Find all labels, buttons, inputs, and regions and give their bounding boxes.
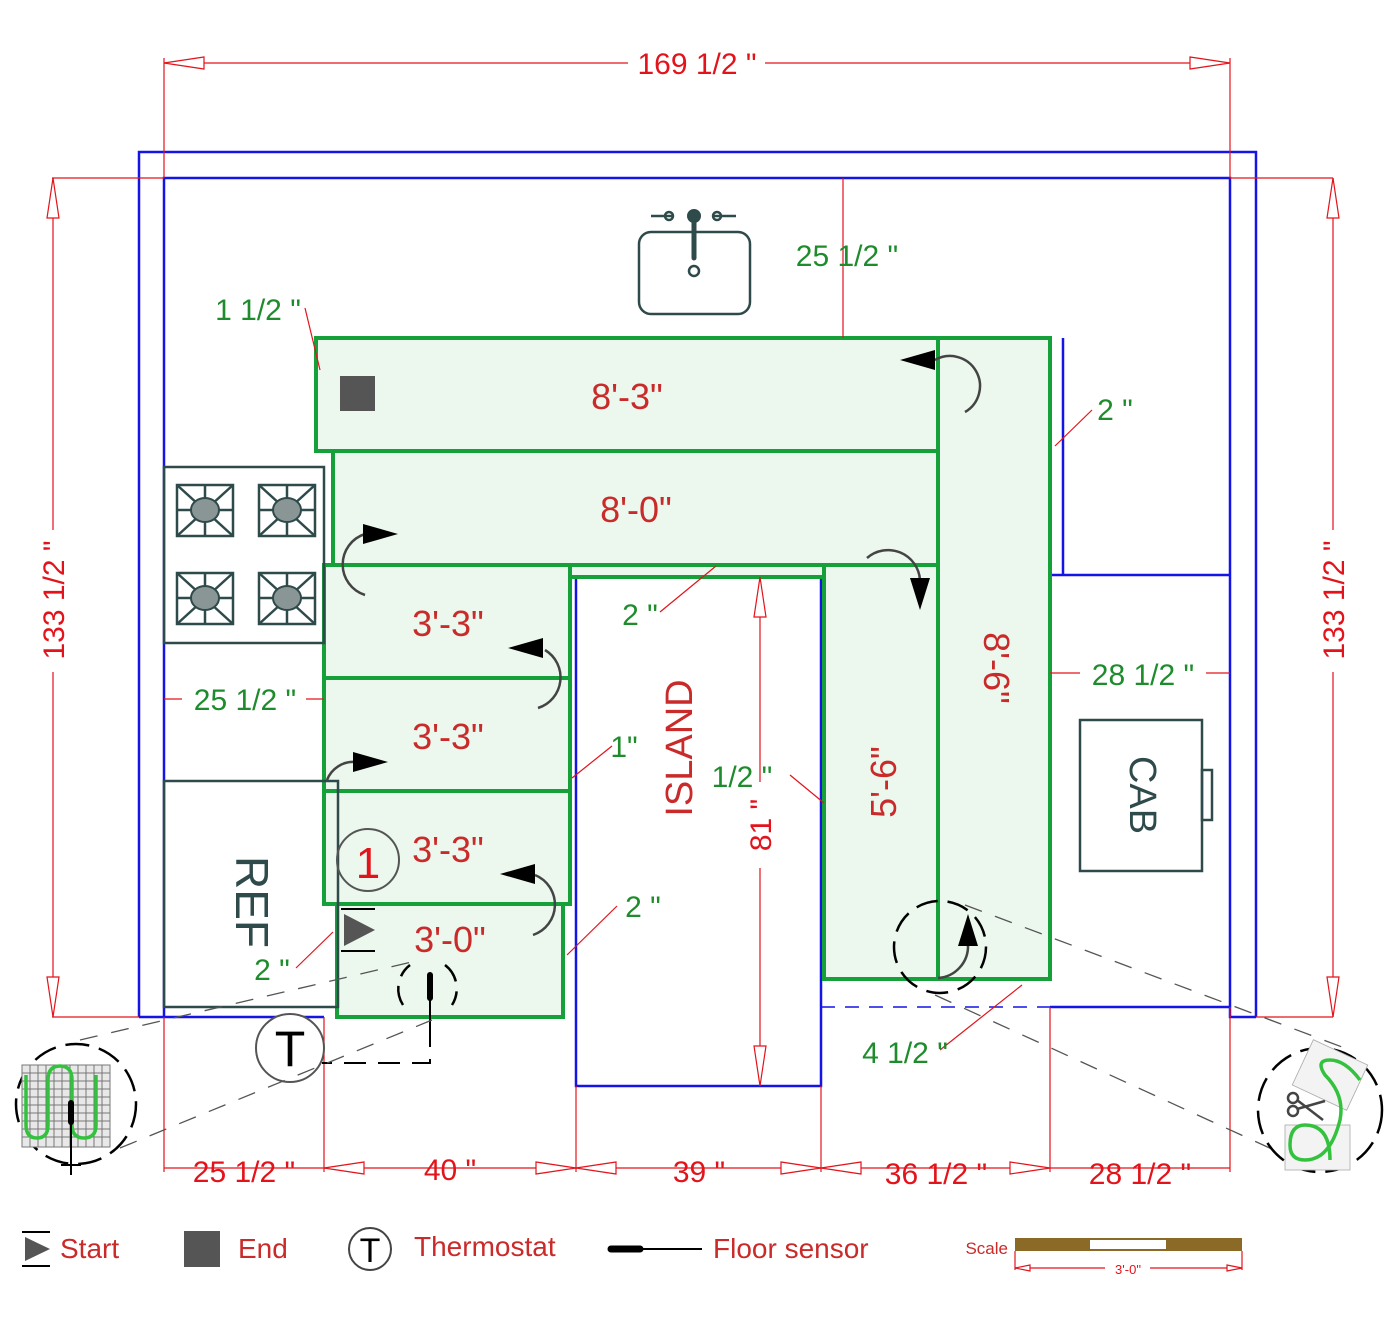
turn-arrow-icon (508, 638, 562, 710)
mat-gap-strip (568, 563, 826, 579)
overall-height-right-dim: 133 1/2 " (1318, 540, 1351, 659)
stove-icon (162, 465, 326, 645)
mat-6-label: 3'-0" (414, 919, 486, 960)
cab-label: CAB (1121, 756, 1163, 834)
sink-icon (637, 209, 752, 316)
legend-end-icon (184, 1231, 220, 1267)
mat-4 (322, 676, 572, 793)
scale-value: 3'-0" (1115, 1262, 1141, 1277)
mat-8-label: 8'-6" (976, 632, 1017, 704)
corner-wall (1228, 1007, 1256, 1019)
clearance-island-left-lower: 2 " (625, 891, 661, 924)
clearance-island-right: 1/2 " (712, 761, 773, 794)
legend-end-label: End (238, 1233, 288, 1264)
scissors-icon (1286, 1091, 1326, 1121)
clearance-right-upper: 2 " (1097, 394, 1133, 427)
legend-floor-sensor-label: Floor sensor (713, 1233, 869, 1264)
turn-arrows (325, 350, 982, 980)
mat-cut-detail-icon (1256, 1039, 1384, 1174)
zone-number-badge: 1 (336, 828, 400, 892)
overall-width-dim: 169 1/2 " (637, 48, 756, 81)
mat-7-label: 5'-6" (863, 746, 904, 818)
mat-3 (322, 563, 572, 680)
start-marker-icon (341, 908, 375, 952)
scale-bar: Scale 3'-0" (965, 1238, 1243, 1277)
turn-arrow-icon (341, 524, 398, 597)
turn-arrow-icon (900, 350, 982, 414)
island-length-dim: 81 " (745, 799, 778, 851)
svg-text:T: T (360, 1232, 381, 1270)
bottom-dim-5: 28 1/2 " (1089, 1158, 1191, 1191)
bottom-dim-2: 40 " (424, 1154, 476, 1187)
mat-5-label: 3'-3" (412, 829, 484, 870)
clearance-bottom-right: 4 1/2 " (862, 1037, 948, 1070)
mat-6 (335, 902, 565, 1019)
ref-label: REF (226, 856, 278, 948)
clearance-right-cab: 28 1/2 " (1092, 659, 1194, 692)
clearance-left-stove: 25 1/2 " (194, 684, 296, 717)
heating-mats (314, 336, 1052, 1019)
legend: Start End T Thermostat Floor sensor Scal… (22, 1227, 1243, 1277)
thermostat-mark: T (275, 1021, 306, 1077)
clearance-sink: 25 1/2 " (796, 240, 898, 273)
mat-7 (822, 563, 940, 981)
mat-8 (936, 336, 1052, 981)
clearance-ref-gap: 2 " (254, 954, 290, 987)
mat-detail-sensor-icon (14, 1042, 138, 1175)
outer-wall (137, 150, 1258, 1017)
mat-1 (314, 336, 940, 453)
zone-number: 1 (356, 839, 380, 888)
thermostat-icon: T (255, 1013, 325, 1083)
legend-start-label: Start (60, 1233, 119, 1264)
clearance-island-left: 1" (610, 731, 637, 764)
mat-1-label: 8'-3" (591, 376, 663, 417)
mat-4-label: 3'-3" (412, 716, 484, 757)
legend-thermostat-label: Thermostat (414, 1231, 556, 1262)
walls (137, 150, 1258, 1088)
floor-sensor-icon (322, 964, 458, 1064)
scale-label: Scale (965, 1239, 1008, 1258)
turn-arrow-icon (937, 914, 978, 980)
turn-arrow-icon (500, 864, 557, 937)
refrigerator: REF (162, 779, 340, 1009)
legend-thermostat-icon: T (348, 1227, 392, 1271)
legend-start-icon (22, 1231, 50, 1267)
mat-3-label: 3'-3" (412, 603, 484, 644)
turn-arrow-icon (866, 548, 930, 610)
detail-callouts (79, 899, 1351, 1156)
detail-circle (892, 899, 988, 995)
clearance-island-top: 2 " (622, 599, 658, 632)
clearance-top-left: 1 1/2 " (215, 294, 301, 327)
end-marker-icon (340, 376, 375, 411)
mat-5 (322, 789, 572, 906)
island-label: ISLAND (659, 679, 701, 816)
island-outline (574, 575, 823, 1088)
cabinet: CAB (1078, 718, 1214, 873)
dimension-lines (46, 56, 1340, 1175)
mat-2-label: 8'-0" (600, 489, 672, 530)
bottom-dim-1: 25 1/2 " (193, 1156, 295, 1189)
turn-arrow-icon (325, 752, 388, 781)
bottom-dim-4: 36 1/2 " (885, 1158, 987, 1191)
overall-height-left-dim: 133 1/2 " (38, 540, 71, 659)
bottom-dim-3: 39 " (673, 1156, 725, 1189)
